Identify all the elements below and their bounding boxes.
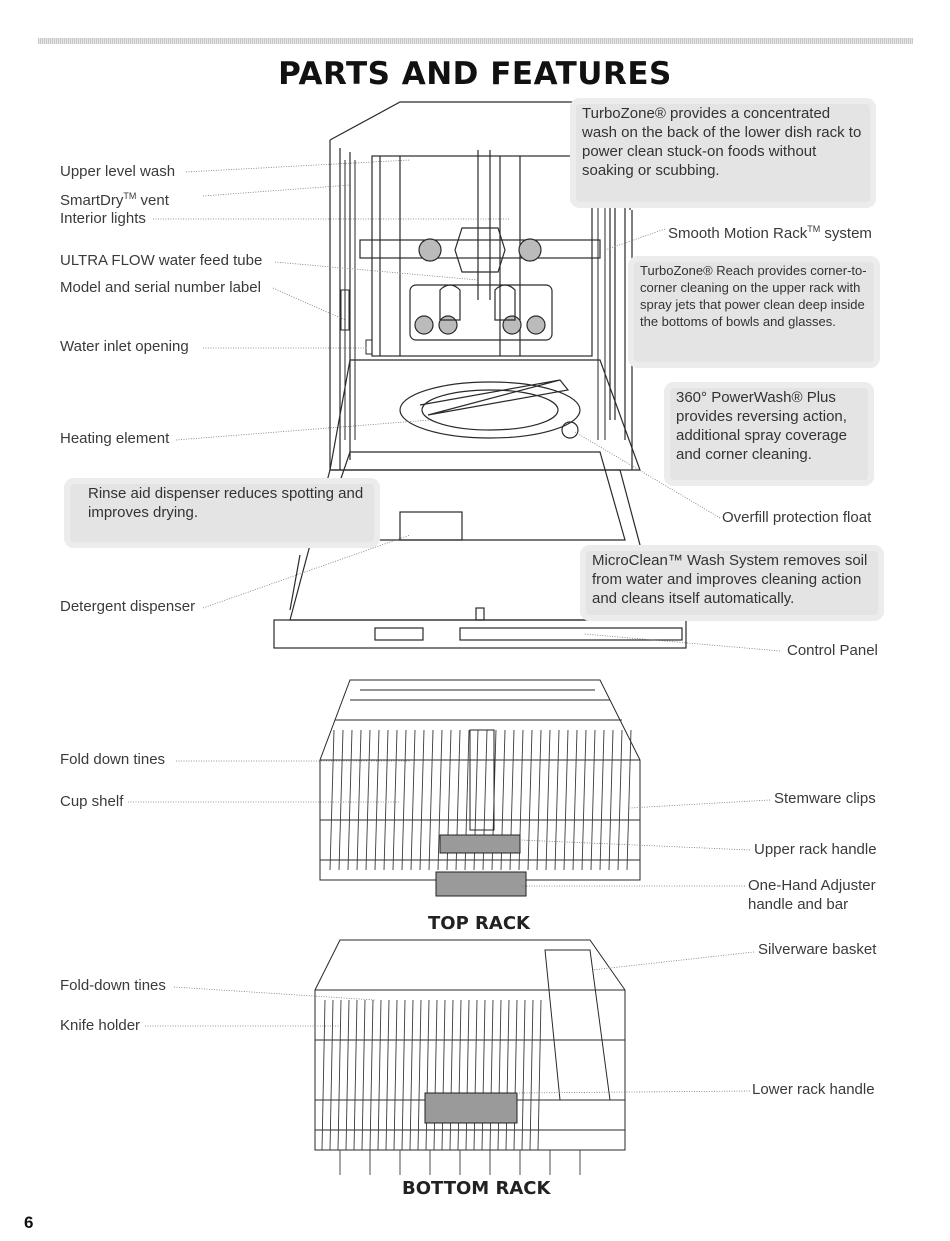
label-smartdry-vent-text: SmartDry (60, 192, 124, 209)
label-silverware-basket: Silverware basket (758, 941, 877, 958)
label-interior-lights: Interior lights (60, 210, 146, 227)
callout-rinse-aid: Rinse aid dispenser reduces spotting and… (64, 478, 380, 548)
label-smooth-motion-suffix: system (820, 225, 872, 242)
label-upper-rack-handle: Upper rack handle (754, 841, 877, 858)
page-number: 6 (24, 1213, 34, 1232)
label-one-hand-adjuster-2: handle and bar (748, 896, 849, 913)
label-smartdry-vent: SmartDryTM vent (60, 187, 169, 210)
label-smooth-motion-text: Smooth Motion Rack (668, 225, 808, 242)
label-detergent-dispenser: Detergent dispenser (60, 598, 196, 615)
label-upper-level-wash: Upper level wash (60, 163, 176, 180)
callout-microclean: MicroClean™ Wash System removes soil fro… (580, 545, 884, 621)
label-control-panel: Control Panel (787, 642, 878, 659)
label-smartdry-vent-suffix: vent (136, 192, 169, 209)
label-smooth-motion-tm: TM (807, 224, 821, 234)
callout-turbozone: TurboZone® provides a concentrated wash … (570, 98, 876, 208)
label-stemware-clips: Stemware clips (774, 790, 876, 807)
label-overfill-float: Overfill protection float (722, 509, 872, 526)
bottom-rack-title: BOTTOM RACK (402, 1178, 551, 1199)
label-smooth-motion: Smooth Motion RackTM system (668, 220, 872, 243)
label-fold-down-tines: Fold down tines (60, 751, 166, 768)
label-smartdry-vent-tm: TM (123, 191, 137, 201)
label-heating-element: Heating element (60, 430, 170, 447)
callout-powerwash: 360° PowerWash® Plus provides reversing … (664, 382, 874, 486)
label-ultra-flow: ULTRA FLOW water feed tube (60, 252, 263, 269)
callout-turbozone-reach: TurboZone® Reach provides corner-to-corn… (628, 256, 880, 368)
label-cup-shelf: Cup shelf (60, 793, 124, 810)
label-model-serial: Model and serial number label (60, 279, 261, 296)
page-title: PARTS AND FEATURES (278, 56, 672, 92)
label-lower-rack-handle: Lower rack handle (752, 1081, 875, 1098)
label-water-inlet: Water inlet opening (60, 338, 189, 355)
label-one-hand-adjuster-1: One-Hand Adjuster (748, 877, 876, 894)
label-fold-down-tines-bottom: Fold-down tines (60, 977, 166, 994)
top-rack-title: TOP RACK (428, 913, 530, 934)
header-rule (38, 38, 913, 44)
label-knife-holder: Knife holder (60, 1017, 141, 1034)
